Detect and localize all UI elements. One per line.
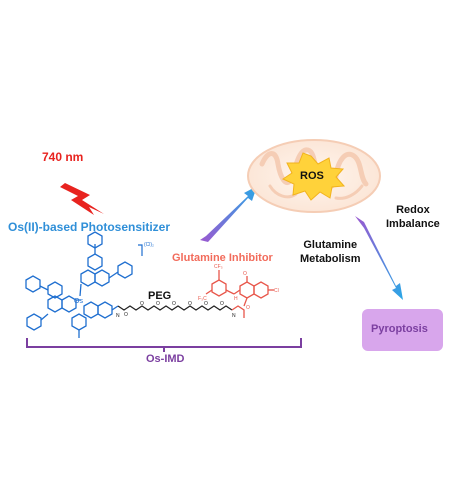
svg-text:O: O (172, 301, 176, 307)
peg-label: PEG (148, 290, 172, 302)
inhibitor-label: Glutamine Inhibitor (172, 252, 273, 264)
peg-chain (117, 305, 233, 311)
svg-text:H: H (234, 296, 238, 302)
lightning-bolt-icon (60, 183, 104, 215)
svg-text:O: O (156, 301, 160, 307)
inhibitor-structure (205, 270, 274, 318)
svg-text:N: N (232, 313, 236, 319)
ros-label: ROS (300, 170, 324, 182)
charge-bracket (138, 244, 143, 256)
pathway-label-right: Redox Imbalance (386, 204, 440, 230)
svg-text:O: O (188, 301, 192, 307)
gradient-arrow-icon (200, 186, 257, 242)
pyroptosis-label: Pyroptosis (371, 323, 428, 335)
ros-starburst-icon (281, 152, 346, 201)
svg-text:O: O (243, 271, 247, 277)
svg-text:O: O (220, 301, 224, 307)
gradient-arrow-icon (355, 216, 403, 300)
os-imd-bracket (26, 338, 302, 352)
os-complex-structure (25, 231, 133, 338)
svg-text:CF₃: CF₃ (214, 264, 223, 270)
pyroptosis-box (362, 309, 443, 351)
compound-name: Os-IMD (146, 353, 185, 365)
svg-text:F₃C: F₃C (198, 296, 207, 302)
peg-atoms: O O O O O O O N N (116, 301, 236, 319)
svg-text:O: O (140, 301, 144, 307)
inhibitor-atoms: CF₃ F₃C H O Cl O (198, 264, 279, 311)
svg-text:O: O (204, 301, 208, 307)
pathway-label-left: Glutamine Metabolism (300, 239, 361, 265)
svg-text:N: N (116, 313, 120, 319)
metal-center: Os (74, 298, 83, 305)
svg-text:O: O (124, 312, 128, 318)
photosensitizer-label: Os(II)-based Photosensitizer (8, 220, 171, 234)
svg-text:Cl: Cl (274, 288, 279, 294)
svg-text:Os: Os (74, 298, 83, 305)
svg-text:O: O (246, 305, 250, 311)
charge-label: (Cl)₂ (144, 242, 154, 248)
light-wavelength-label: 740 nm (42, 150, 84, 164)
